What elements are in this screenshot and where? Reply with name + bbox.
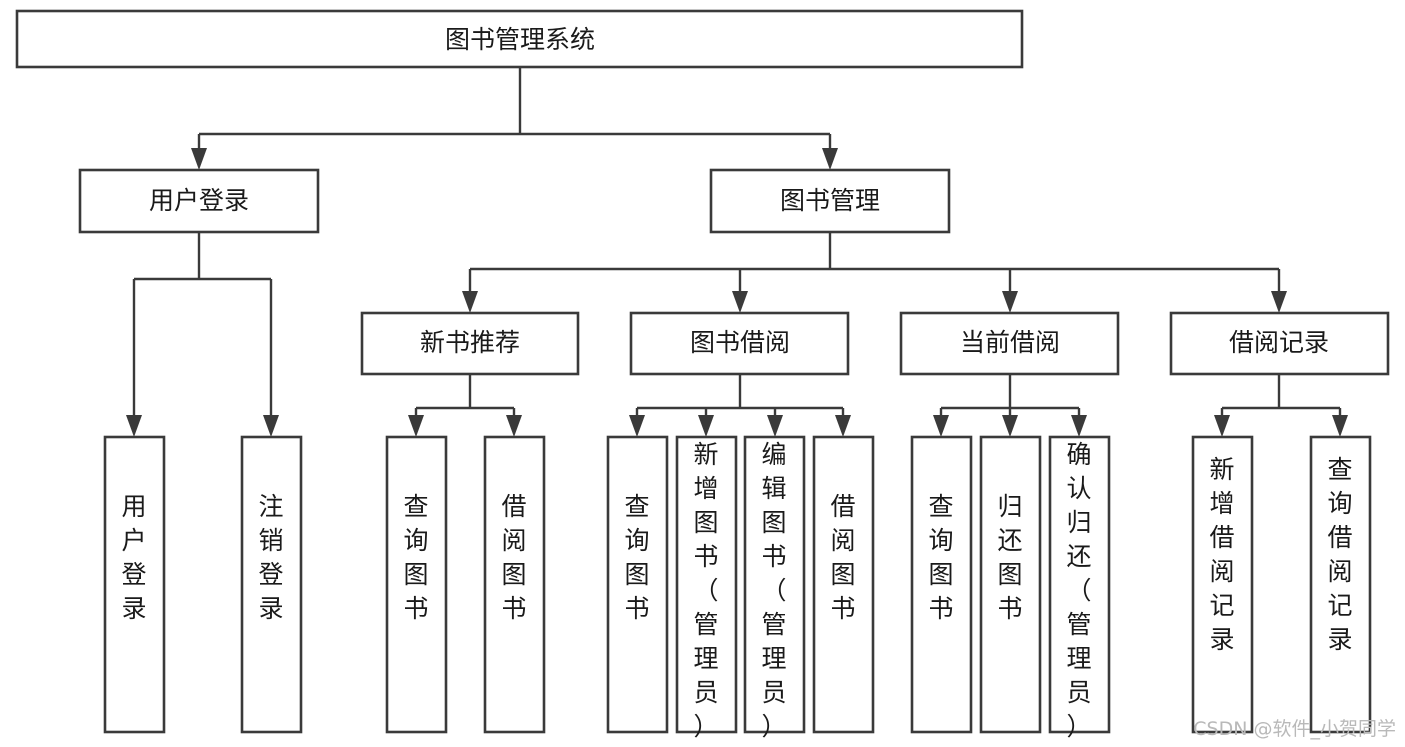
node-new-book-recommend[interactable]: 新书推荐 <box>360 311 580 376</box>
node-leaf-query-book-a-box[interactable] <box>385 435 448 734</box>
node-leaf-user-login-box[interactable] <box>103 435 166 734</box>
arrow-head-icon <box>1214 415 1230 437</box>
connector-layer <box>126 67 1348 437</box>
node-leaf-query-book-a[interactable]: 查询图书 <box>385 435 448 734</box>
node-book-borrow[interactable]: 图书借阅 <box>629 311 850 376</box>
node-borrow-record[interactable]: 借阅记录 <box>1169 311 1390 376</box>
node-leaf-logout-login-label: 注销登录 <box>258 492 283 623</box>
node-new-book-recommend-box[interactable] <box>360 311 580 376</box>
node-leaf-logout-login-box[interactable] <box>240 435 303 734</box>
node-book-manage[interactable]: 图书管理 <box>709 168 951 234</box>
node-leaf-add-book[interactable]: 新增图书（管理员） <box>675 435 738 741</box>
arrow-head-icon <box>1332 415 1348 437</box>
node-leaf-borrow-book-b[interactable]: 借阅图书 <box>812 435 875 734</box>
node-leaf-query-record[interactable]: 查询借阅记录 <box>1309 435 1372 734</box>
node-leaf-return-book[interactable]: 归还图书 <box>979 435 1042 734</box>
arrow-head-icon <box>1002 291 1018 313</box>
node-leaf-return-book-label: 归还图书 <box>997 492 1022 623</box>
arrow-head-icon <box>767 415 783 437</box>
node-leaf-add-record-label: 新增借阅记录 <box>1209 455 1234 654</box>
arrow-head-icon <box>126 415 142 437</box>
arrow-head-icon <box>629 415 645 437</box>
node-book-manage-box[interactable] <box>709 168 951 234</box>
node-leaf-return-book-box[interactable] <box>979 435 1042 734</box>
arrow-head-icon <box>462 291 478 313</box>
arrow-head-icon <box>263 415 279 437</box>
node-leaf-query-book-b-box[interactable] <box>606 435 669 734</box>
node-current-borrow[interactable]: 当前借阅 <box>899 311 1120 376</box>
node-user-login[interactable]: 用户登录 <box>78 168 320 234</box>
arrow-head-icon <box>732 291 748 313</box>
node-user-login-label: 用户登录 <box>149 186 249 215</box>
node-root-label: 图书管理系统 <box>445 25 595 54</box>
node-root-box[interactable] <box>15 9 1024 69</box>
node-root[interactable]: 图书管理系统 <box>15 9 1024 69</box>
node-leaf-add-book-label: 新增图书（管理员） <box>693 440 718 741</box>
node-leaf-query-book-a-label: 查询图书 <box>403 492 428 623</box>
node-user-login-box[interactable] <box>78 168 320 234</box>
node-leaf-confirm-return-label: 确认归还（管理员） <box>1066 440 1091 741</box>
node-leaf-user-login[interactable]: 用户登录 <box>103 435 166 734</box>
arrow-head-icon <box>822 148 838 170</box>
node-book-manage-label: 图书管理 <box>780 186 880 215</box>
csdn-watermark: CSDN @软件_小贺同学 <box>1193 718 1396 740</box>
node-borrow-record-box[interactable] <box>1169 311 1390 376</box>
node-leaf-borrow-book-b-label: 借阅图书 <box>830 492 855 623</box>
node-leaf-query-record-box[interactable] <box>1309 435 1372 734</box>
node-leaf-borrow-book-b-box[interactable] <box>812 435 875 734</box>
node-leaf-query-book-c-box[interactable] <box>910 435 973 734</box>
arrow-head-icon <box>191 148 207 170</box>
node-leaf-borrow-book-a-box[interactable] <box>483 435 546 734</box>
arrow-head-icon <box>835 415 851 437</box>
arrow-head-icon <box>1271 291 1287 313</box>
node-leaf-query-record-label: 查询借阅记录 <box>1327 455 1352 654</box>
node-leaf-add-book-box[interactable] <box>675 435 738 734</box>
node-leaf-query-book-b[interactable]: 查询图书 <box>606 435 669 734</box>
node-leaf-user-login-label: 用户登录 <box>121 492 146 623</box>
node-leaf-add-record[interactable]: 新增借阅记录 <box>1191 435 1254 734</box>
node-current-borrow-label: 当前借阅 <box>960 328 1060 357</box>
node-borrow-record-label: 借阅记录 <box>1229 328 1329 357</box>
node-leaf-borrow-book-a[interactable]: 借阅图书 <box>483 435 546 734</box>
arrow-head-icon <box>933 415 949 437</box>
node-leaf-query-book-c-label: 查询图书 <box>928 492 953 623</box>
node-leaf-query-book-c[interactable]: 查询图书 <box>910 435 973 734</box>
node-leaf-add-record-box[interactable] <box>1191 435 1254 734</box>
node-leaf-edit-book-box[interactable] <box>743 435 806 734</box>
node-leaf-logout-login[interactable]: 注销登录 <box>240 435 303 734</box>
node-leaf-borrow-book-a-label: 借阅图书 <box>501 492 526 623</box>
node-book-borrow-box[interactable] <box>629 311 850 376</box>
node-leaf-edit-book[interactable]: 编辑图书（管理员） <box>743 435 806 741</box>
arrow-head-icon <box>1071 415 1087 437</box>
node-leaf-confirm-return-box[interactable] <box>1048 435 1111 734</box>
node-leaf-confirm-return[interactable]: 确认归还（管理员） <box>1048 435 1111 741</box>
node-current-borrow-box[interactable] <box>899 311 1120 376</box>
arrow-head-icon <box>1002 415 1018 437</box>
node-new-book-recommend-label: 新书推荐 <box>420 328 520 357</box>
arrow-head-icon <box>408 415 424 437</box>
arrow-head-icon <box>698 415 714 437</box>
node-book-borrow-label: 图书借阅 <box>690 328 790 357</box>
node-leaf-query-book-b-label: 查询图书 <box>624 492 649 623</box>
node-leaf-edit-book-label: 编辑图书（管理员） <box>761 440 786 741</box>
arrow-head-icon <box>506 415 522 437</box>
